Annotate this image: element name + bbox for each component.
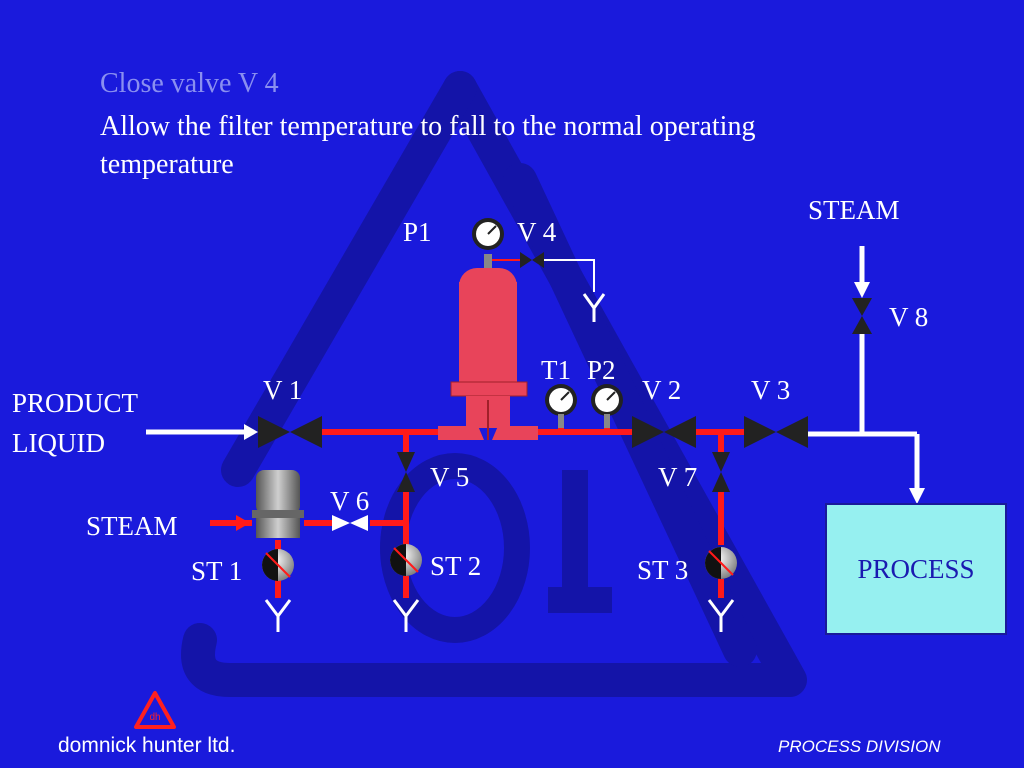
valve-v3[interactable] xyxy=(744,416,808,448)
process-inlet-arrow xyxy=(909,488,925,504)
label-v4: V 4 xyxy=(517,217,557,247)
valve-v2[interactable] xyxy=(632,416,696,448)
gauge-p2 xyxy=(591,384,623,428)
label-product: PRODUCT xyxy=(12,388,139,418)
division-name: PROCESS DIVISION xyxy=(778,737,941,756)
label-st3: ST 3 xyxy=(637,555,689,585)
steam-supply-arrow xyxy=(236,515,250,531)
label-st2: ST 2 xyxy=(430,551,482,581)
instruction-text: Allow the filter temperature to fall to … xyxy=(100,111,756,180)
label-p2: P2 xyxy=(587,355,616,385)
drain-symbols xyxy=(264,599,735,632)
steam-separator xyxy=(252,470,304,538)
label-v3: V 3 xyxy=(751,375,791,405)
gauge-p1 xyxy=(472,218,504,250)
product-inlet-arrow xyxy=(146,424,258,440)
steam-trap-st3[interactable] xyxy=(705,547,737,579)
svg-text:dh: dh xyxy=(149,712,160,723)
process-label: PROCESS xyxy=(857,553,975,584)
gauge-t1 xyxy=(545,384,577,428)
company-name: domnick hunter ltd. xyxy=(58,734,236,757)
process-box: PROCESS xyxy=(825,503,1007,635)
label-p1: P1 xyxy=(403,217,432,247)
filter-housing xyxy=(438,254,538,440)
steam-lines xyxy=(806,246,920,492)
valve-v7[interactable] xyxy=(712,452,730,492)
label-v7: V 7 xyxy=(658,462,698,492)
valve-v5[interactable] xyxy=(397,452,415,492)
steam-inlet-arrow xyxy=(854,282,870,298)
label-v6: V 6 xyxy=(330,486,370,516)
valve-v1[interactable] xyxy=(258,416,322,448)
valve-v8[interactable] xyxy=(852,298,872,334)
label-v8: V 8 xyxy=(889,302,929,332)
label-v2: V 2 xyxy=(642,375,682,405)
label-liquid: LIQUID xyxy=(12,428,105,458)
steam-trap-st2[interactable] xyxy=(390,544,422,576)
valve-v4[interactable] xyxy=(492,252,606,322)
valve-v6[interactable] xyxy=(332,515,368,531)
steam-trap-st1[interactable] xyxy=(262,549,294,581)
label-v1: V 1 xyxy=(263,375,303,405)
label-t1: T1 xyxy=(541,355,571,385)
label-steam-left: STEAM xyxy=(86,511,178,541)
label-st1: ST 1 xyxy=(191,556,243,586)
label-steam-top: STEAM xyxy=(808,195,900,225)
step-title: Close valve V 4 xyxy=(100,68,279,99)
company-logo: dh xyxy=(134,691,176,729)
label-v5: V 5 xyxy=(430,462,470,492)
